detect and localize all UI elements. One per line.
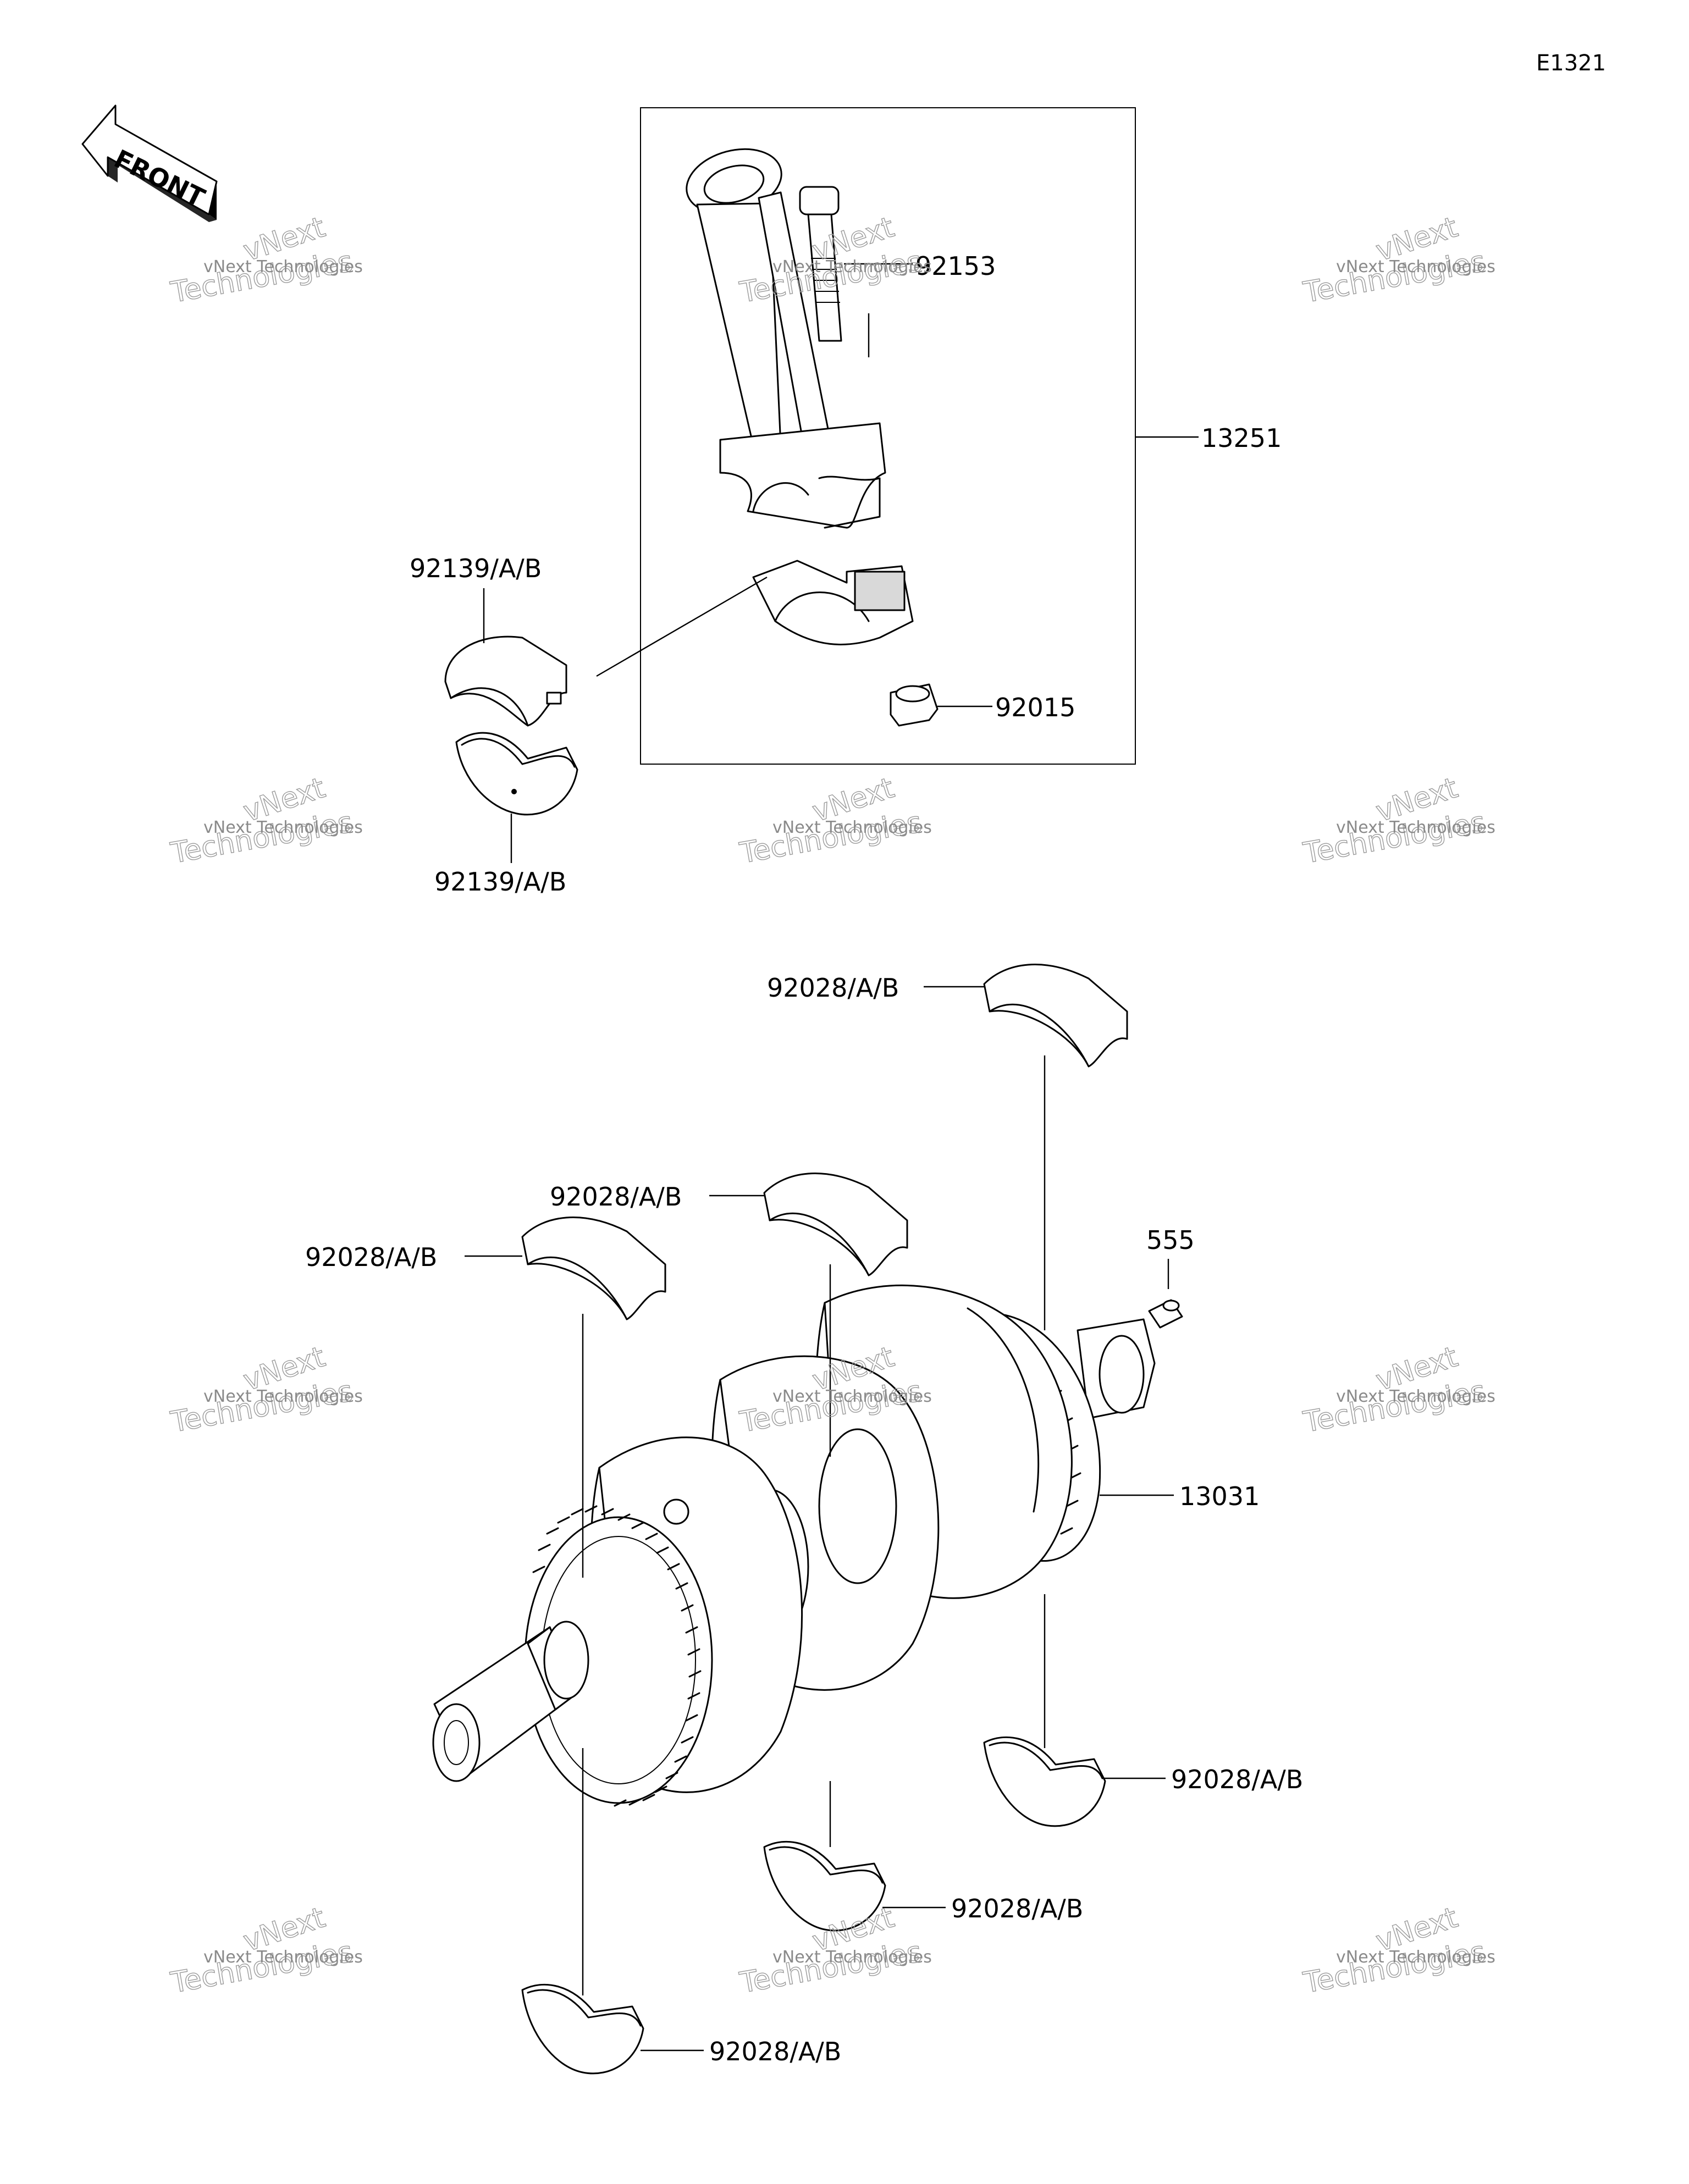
watermark-text: vNext Technologies	[772, 257, 932, 277]
part-label-92153[interactable]: 92153	[915, 251, 996, 281]
part-label-92139-upper[interactable]: 92139/A/B	[410, 554, 542, 583]
part-label-13031[interactable]: 13031	[1179, 1481, 1260, 1511]
part-label-92028-upper-3[interactable]: 92028/A/B	[305, 1242, 437, 1272]
main-bearing-lower-2-drawing	[763, 1840, 886, 1932]
watermark-text: vNext Technologies	[203, 1948, 363, 1967]
main-bearing-upper-1-drawing	[521, 1217, 666, 1320]
part-label-92028-lower-3[interactable]: 92028/A/B	[709, 2037, 841, 2066]
connecting-rod-drawing	[686, 148, 886, 529]
watermark-text: vNext Technologies	[203, 1387, 363, 1406]
front-arrow-icon: FRONT	[81, 104, 218, 222]
part-label-92139-lower[interactable]: 92139/A/B	[434, 867, 566, 897]
watermark-text: vNext Technologies	[772, 1387, 932, 1406]
part-label-13251[interactable]: 13251	[1201, 423, 1282, 453]
leader-lines	[465, 263, 1199, 2052]
rod-bearing-lower-drawing	[455, 732, 578, 816]
crankshaft-drawing	[432, 1284, 1156, 1807]
part-label-92028-upper-2[interactable]: 92028/A/B	[550, 1182, 682, 1212]
main-bearing-upper-2-drawing	[763, 1173, 908, 1276]
main-bearing-upper-3-drawing	[983, 964, 1128, 1068]
watermark-text: vNext Technologies	[203, 818, 363, 837]
diagram-code: E1321	[1536, 51, 1606, 76]
part-label-92015[interactable]: 92015	[995, 693, 1075, 722]
watermark-text: vNext Technologies	[1336, 257, 1495, 277]
conrod-bolt-drawing	[799, 186, 842, 342]
conrod-assembly-frame	[640, 107, 1136, 765]
main-bearing-lower-1-drawing	[983, 1736, 1106, 1827]
watermark-text: vNext Technologies	[203, 257, 363, 277]
part-label-92028-lower-2[interactable]: 92028/A/B	[951, 1894, 1083, 1923]
part-label-555[interactable]: 555	[1146, 1225, 1195, 1255]
main-bearing-lower-3-drawing	[521, 1983, 644, 2075]
watermark-text: vNext Technologies	[1336, 818, 1495, 837]
part-label-92028-upper-1[interactable]: 92028/A/B	[767, 973, 899, 1003]
watermark-text: vNext Technologies	[772, 818, 932, 837]
part-label-92028-lower-1[interactable]: 92028/A/B	[1171, 1765, 1303, 1794]
conrod-nut-drawing	[890, 683, 939, 727]
watermark-text: vNext Technologies	[772, 1948, 932, 1967]
pin-drawing	[1148, 1299, 1183, 1329]
conrod-cap-drawing	[752, 560, 914, 645]
watermark-text: vNext Technologies	[1336, 1948, 1495, 1967]
watermark-text: vNext Technologies	[1336, 1387, 1495, 1406]
rod-bearing-upper-drawing	[444, 635, 567, 727]
